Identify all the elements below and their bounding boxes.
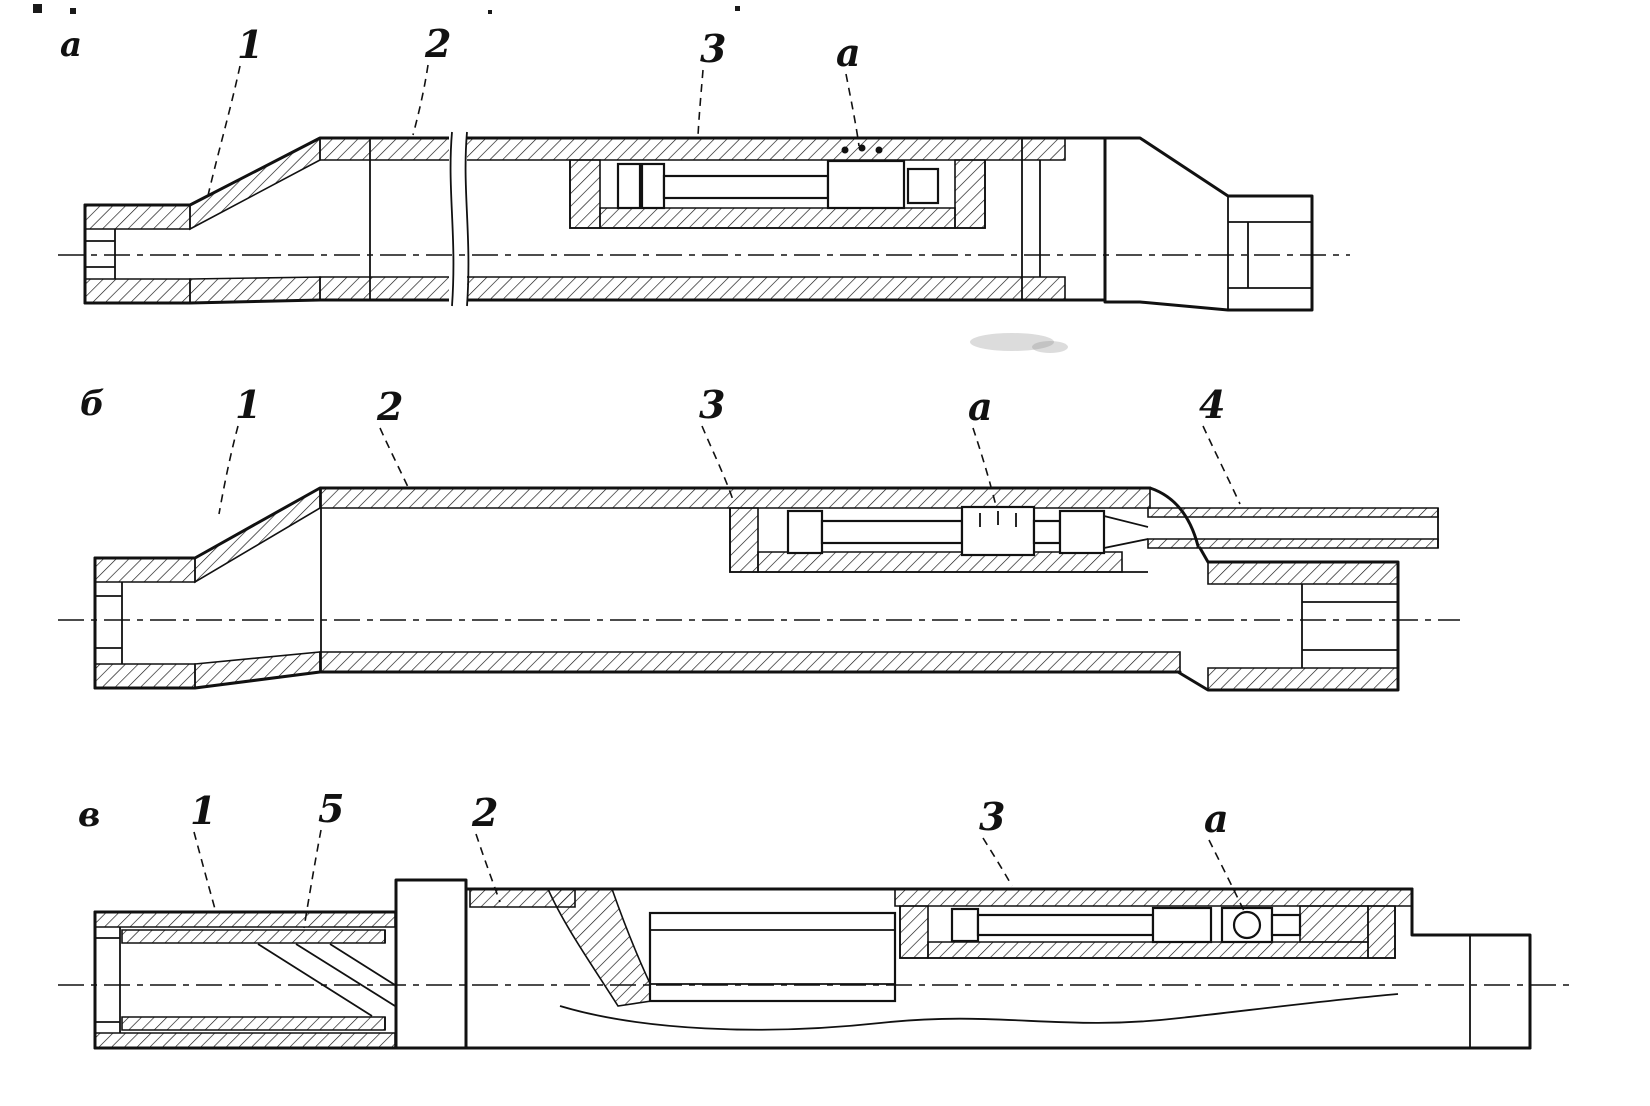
right-coupling-b	[1148, 486, 1400, 692]
broken-out-boundary	[559, 993, 1399, 1031]
leader-line	[412, 64, 429, 136]
leader-line	[475, 833, 501, 903]
view-label: а	[60, 25, 82, 65]
spindle-ring	[616, 162, 642, 210]
view-label: б	[80, 384, 105, 424]
callout-label: 2	[376, 384, 403, 429]
callout-3: 3	[697, 26, 726, 137]
callout-3: 3	[979, 794, 1013, 887]
spindle-ring	[640, 162, 666, 210]
callout-a: а	[968, 384, 997, 507]
stem-connector	[1032, 519, 1062, 545]
valve-stem	[976, 913, 1155, 937]
view-b-body	[93, 486, 1439, 692]
view-a: а 1 2 3 а	[58, 21, 1350, 312]
stem-connector	[1270, 913, 1302, 937]
callout-label: 4	[1199, 382, 1225, 427]
leader-line	[206, 65, 241, 201]
callout-label: а	[836, 30, 861, 75]
valve-assembly-b	[729, 505, 1149, 573]
right-end-c	[1410, 887, 1532, 1050]
left-tube-c	[93, 910, 396, 1050]
callout-label: 3	[699, 382, 725, 427]
leader-line	[701, 425, 734, 501]
spindle-ring	[906, 167, 940, 205]
view-b: б 1 2 3 а 4	[58, 382, 1460, 692]
valve-ball	[1232, 910, 1262, 940]
spindle-ring	[950, 907, 980, 943]
callout-label: 1	[190, 788, 216, 833]
callout-2: 2	[471, 790, 501, 903]
leader-line	[845, 73, 860, 147]
callout-1: 1	[190, 788, 216, 910]
callout-4: 4	[1199, 382, 1241, 505]
view-a-body	[83, 128, 1314, 312]
view-c-body	[93, 878, 1532, 1050]
leader-line	[303, 829, 322, 929]
callout-label: 3	[979, 794, 1005, 839]
valve-port	[858, 144, 866, 152]
callout-label: 1	[237, 22, 263, 67]
leader-line	[1202, 425, 1241, 505]
valve-port	[841, 146, 849, 154]
callout-1: 1	[206, 22, 263, 201]
core-lifter-wedge	[257, 943, 396, 1017]
callout-2: 2	[412, 21, 451, 136]
callout-5: 5	[303, 786, 344, 929]
left-coupling-b	[93, 556, 196, 690]
leader-line	[982, 837, 1013, 887]
valve-block	[1151, 906, 1213, 944]
callout-label: 1	[235, 382, 261, 427]
leader-line	[193, 831, 216, 910]
valve-assembly-c	[899, 905, 1396, 959]
callout-a: а	[1204, 796, 1246, 914]
leader-line	[379, 427, 409, 488]
collar-c	[93, 878, 468, 1050]
break-symbol	[449, 128, 470, 310]
valve-stem	[662, 174, 830, 200]
callout-label: а	[1204, 796, 1229, 841]
callout-3: 3	[699, 382, 734, 501]
leader-line	[1208, 839, 1246, 914]
callout-1: 1	[218, 382, 261, 515]
valve-port	[875, 146, 883, 154]
taper-b	[194, 486, 322, 689]
callout-a: а	[836, 30, 861, 147]
view-label: в	[78, 795, 100, 835]
leader-line	[972, 427, 997, 507]
callout-label: 3	[700, 26, 726, 71]
callout-2: 2	[376, 384, 409, 488]
right-head-a	[1103, 136, 1314, 312]
outlet-tube	[1147, 507, 1439, 549]
taper-a	[189, 136, 321, 304]
cone-valve	[1058, 509, 1106, 555]
view-c: в 1 5 2 3 а	[58, 786, 1570, 1050]
scan-artifacts	[33, 4, 1068, 353]
callout-label: 2	[424, 21, 451, 66]
spindle-ring	[786, 509, 824, 555]
callout-label: а	[968, 384, 993, 429]
inner-tube	[648, 911, 897, 1003]
valve-block	[826, 159, 906, 210]
valve-ports	[979, 511, 1017, 527]
callout-label: 2	[471, 790, 498, 835]
main-tube-b	[93, 486, 1182, 690]
leader-line	[218, 425, 239, 515]
leader-line	[697, 69, 704, 137]
valve-assembly-a	[569, 144, 986, 229]
cutaway-wedge	[546, 888, 660, 1007]
valve-stem	[820, 519, 964, 545]
main-tube-a	[83, 136, 1107, 305]
callout-label: 5	[318, 786, 344, 831]
left-coupling-a	[83, 203, 191, 305]
